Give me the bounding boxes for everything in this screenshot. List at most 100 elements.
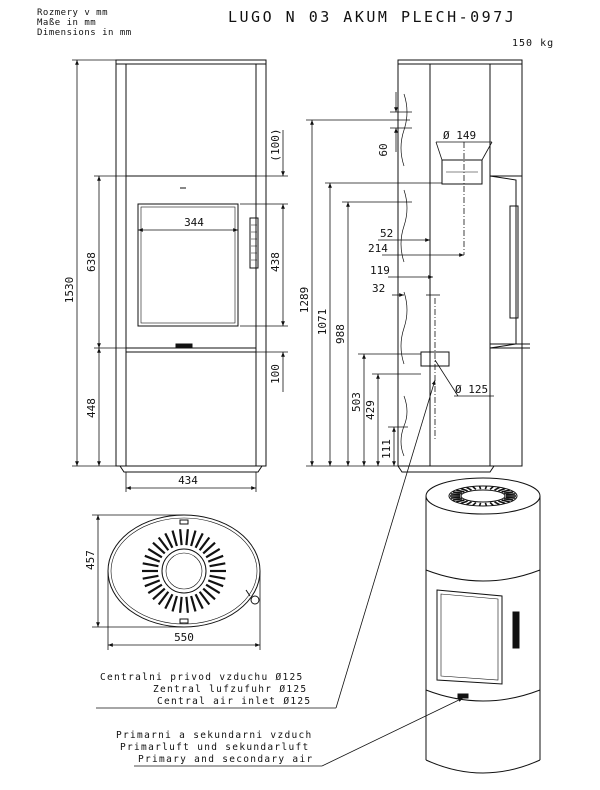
note-air-inlet-cz: Centralni privod vzduchu Ø125 (100, 672, 304, 683)
dim-111: 111 (380, 439, 393, 459)
stove-outline-front (115, 59, 267, 467)
dim-457: 457 (84, 550, 97, 570)
vent-slot (489, 501, 494, 507)
dim-638: 638 (85, 252, 98, 272)
dim-100-bottom: 100 (269, 364, 282, 384)
vent-slot (190, 595, 197, 612)
vent-slot (505, 493, 516, 496)
vent-slot (209, 562, 226, 568)
vent-slot (503, 491, 514, 494)
vent-slot (478, 485, 482, 490)
isometric-view (425, 477, 541, 774)
vent-slot (478, 502, 482, 507)
vent-slot (498, 500, 506, 505)
vent-slot (202, 541, 216, 555)
vent-slot (152, 587, 166, 601)
top-view (107, 514, 261, 628)
weight-label: 150 kg (512, 38, 555, 49)
door-handle (249, 217, 259, 269)
vent-slot (460, 487, 468, 492)
vent-slot (147, 583, 163, 595)
vent-slot (466, 486, 472, 491)
vent-slot (207, 579, 224, 588)
vent-slot (207, 554, 224, 563)
vent-slot (171, 595, 178, 612)
vent-slot (503, 498, 514, 501)
vent-slot (142, 562, 159, 568)
vent-slot (144, 554, 161, 563)
vent-slot (142, 574, 159, 580)
vent-slot (460, 500, 468, 505)
top-dimension-labels: 457 550 (84, 550, 194, 644)
fire-door (137, 203, 239, 327)
dim-1289: 1289 (298, 287, 311, 314)
vent-slot (456, 489, 465, 493)
front-dimensions (72, 59, 288, 492)
note-primary-de: Primarluft und sekundarluft (120, 742, 310, 753)
dim-429: 429 (364, 400, 377, 420)
vent-slot (205, 547, 221, 559)
iso-vent-slots (450, 485, 516, 507)
dim-1071: 1071 (316, 309, 329, 336)
units-line-de: Maße in mm (37, 18, 97, 28)
vent-slot (198, 536, 211, 551)
dim-988: 988 (334, 324, 347, 344)
dim-434: 434 (178, 474, 198, 487)
vent-slot (202, 587, 216, 601)
top-dimensions (92, 514, 261, 650)
dim-119: 119 (370, 264, 390, 277)
note-air-inlet-en: Central air inlet Ø125 (157, 696, 311, 707)
units-line-en: Dimensions in mm (37, 28, 132, 38)
vent-slot (466, 501, 472, 506)
dim-503: 503 (350, 392, 363, 412)
flue-outlet (441, 159, 483, 185)
dim-dia-149: Ø 149 (443, 129, 476, 142)
air-inlet-note: Centralni privod vzduchu Ø125 Zentral lu… (96, 379, 436, 709)
dim-448: 448 (85, 398, 98, 418)
dim-100-top: (100) (269, 128, 282, 161)
vent-slot (456, 499, 465, 503)
vent-slot (501, 489, 510, 493)
units-line-cz: Rozmery v mm (37, 8, 109, 18)
dim-214: 214 (368, 242, 388, 255)
front-dimension-labels: 1530 638 448 (100) 438 100 344 434 (63, 128, 282, 487)
side-view (397, 59, 530, 473)
vent-slot (494, 501, 500, 506)
vent-slot (452, 498, 463, 501)
iso-door (436, 589, 503, 685)
vent-slots (142, 529, 226, 613)
vent-slot (450, 496, 461, 499)
vent-slot (489, 485, 494, 491)
vent-slot (209, 574, 226, 580)
vent-slot (501, 499, 510, 503)
primary-air-note: Primarni a sekundarni vzduch Primarluft … (116, 697, 464, 767)
vent-slot (452, 491, 463, 494)
side-dimensions (306, 92, 494, 467)
front-view (115, 59, 267, 473)
vent-slot (450, 493, 461, 496)
vent-slot (494, 486, 500, 491)
dim-550: 550 (174, 631, 194, 644)
vent-slot (157, 591, 170, 606)
vent-slot (185, 529, 189, 546)
vent-slot (472, 501, 477, 507)
vent-slot (190, 530, 197, 547)
vent-slot (179, 596, 183, 613)
vent-slot (171, 530, 178, 547)
dim-344: 344 (184, 216, 204, 229)
vent-slot (194, 593, 204, 610)
vent-slot (144, 579, 161, 588)
vent-slot (484, 485, 488, 490)
vent-slot (205, 583, 221, 595)
units-note: Rozmery v mm Maße in mm Dimensions in mm (37, 8, 132, 38)
dim-32: 32 (372, 282, 385, 295)
top-outline (107, 514, 261, 628)
vent-slot (484, 502, 488, 507)
vent-slot (152, 541, 166, 555)
flue-ring (161, 548, 207, 594)
vent-slot (472, 485, 477, 491)
vent-slot (147, 547, 163, 559)
vent-slot (198, 591, 211, 606)
